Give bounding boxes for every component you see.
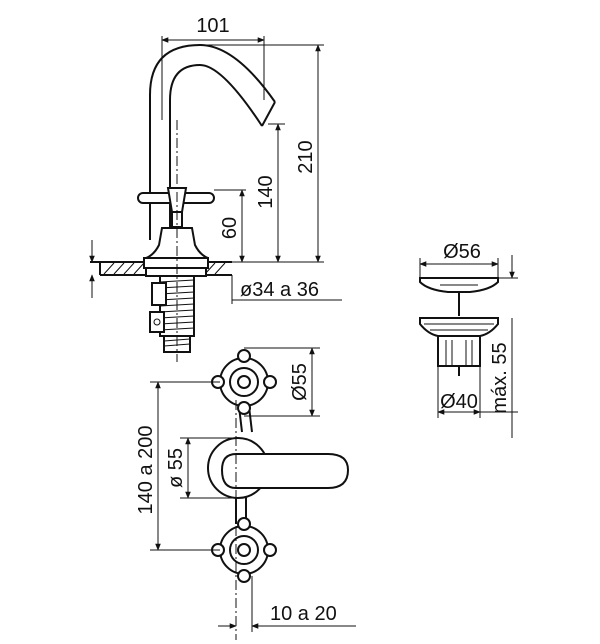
dim-offset [218, 576, 356, 632]
label-drain-head: Ø56 [443, 241, 481, 263]
label-drain-height: máx. 55 [489, 342, 511, 413]
dim-drain-head [419, 258, 499, 278]
dim-handle-height [214, 189, 246, 263]
cross-handle-top [211, 349, 277, 415]
label-spout-reach: 101 [196, 15, 229, 37]
spout-base-plan [207, 437, 350, 499]
dim-outlet-height [268, 123, 285, 263]
spout-outlet [261, 101, 276, 127]
label-spout-base: ø 55 [165, 448, 187, 488]
label-drain-body: Ø40 [440, 391, 478, 413]
dim-spout-reach [161, 36, 265, 120]
dim-deck-hole [231, 275, 342, 304]
label-offset: 10 a 20 [270, 603, 337, 625]
label-center-distance: 140 a 200 [135, 426, 157, 515]
cross-handle-bottom [211, 517, 277, 583]
label-rosette: Ø55 [289, 363, 311, 401]
dim-spout-base [180, 437, 238, 499]
dim-drain-height [480, 255, 518, 438]
label-deck-hole: ø34 a 36 [240, 279, 319, 301]
dim-drain-body [437, 366, 481, 418]
label-total-height: 210 [295, 140, 317, 173]
deck-section [90, 257, 232, 277]
threaded-shank [149, 275, 195, 353]
drain-assembly [419, 277, 499, 376]
label-handle-height: 60 [219, 217, 241, 239]
drain-flange [419, 317, 499, 337]
drain-body [437, 335, 481, 367]
dim-center-distance [150, 381, 220, 551]
spout-inner [169, 63, 263, 240]
dim-rosette [244, 347, 320, 417]
faucet-plan-view [207, 349, 350, 640]
faucet-side-view [90, 43, 276, 362]
label-outlet-height: 140 [255, 175, 277, 208]
spout-outer [149, 43, 276, 240]
